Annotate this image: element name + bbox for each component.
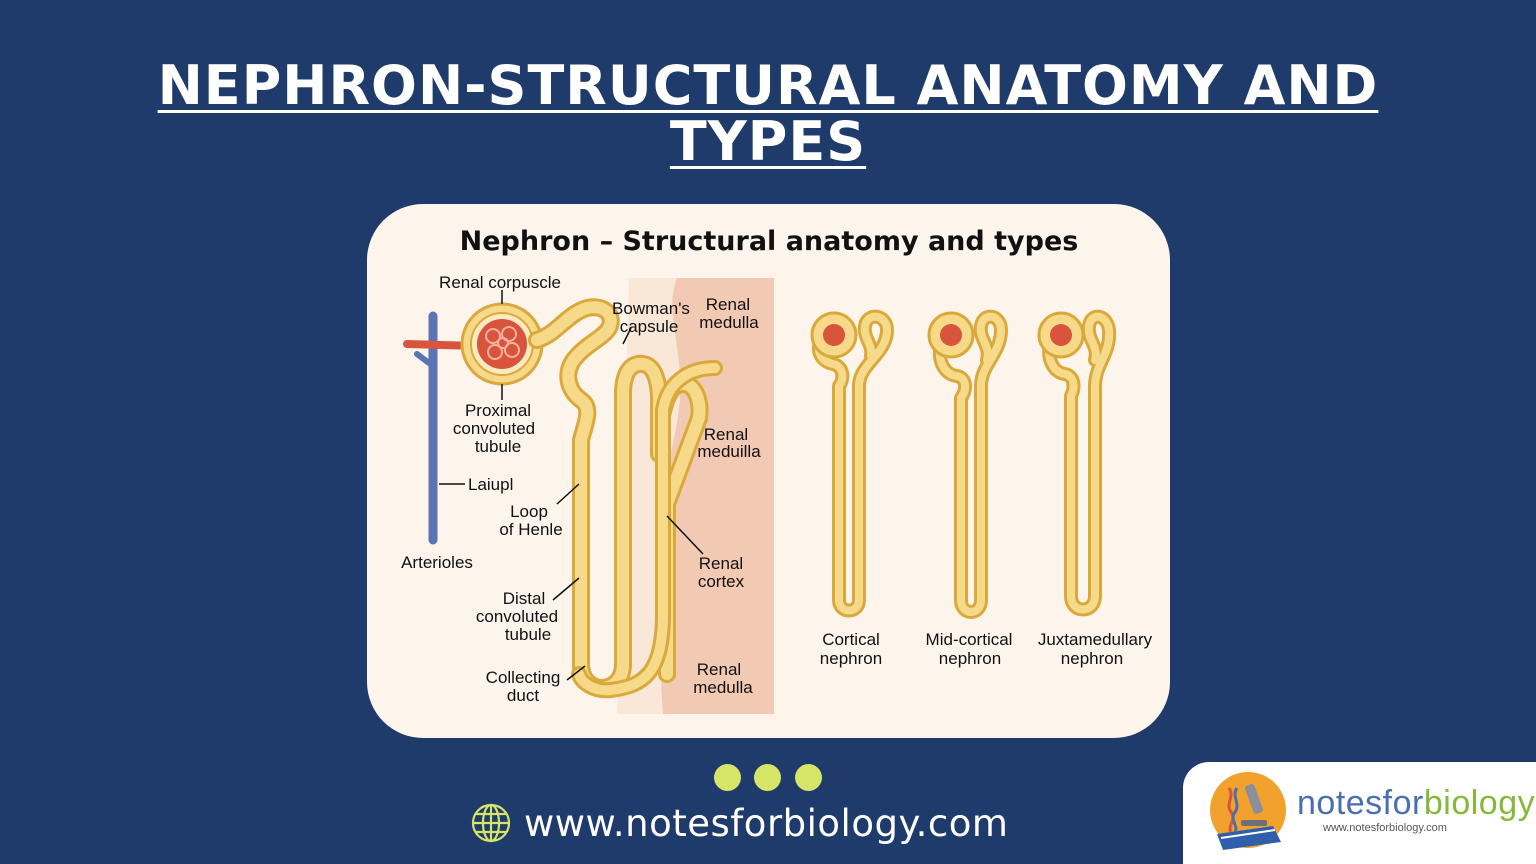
glomerulus-capillaries <box>485 326 520 360</box>
label-laiupl: Laiupl <box>468 475 513 494</box>
juxtamedullary-nephron <box>1037 309 1117 617</box>
type-mid-cortical-line1: Mid-cortical <box>926 630 1013 649</box>
label-dct-3: tubule <box>505 625 551 644</box>
globe-icon <box>471 803 511 843</box>
label-collecting-duct-1: Collecting <box>486 668 561 687</box>
label-loop-1: Loop <box>510 502 548 521</box>
type-juxtamedullary-line2: nephron <box>1061 649 1123 668</box>
type-cortical-line1: Cortical <box>822 630 880 649</box>
type-juxtamedullary-line1: Juxtamedullary <box>1038 630 1153 649</box>
label-bowmans-capsule-1: Bowman's <box>612 299 690 318</box>
label-renal-medulla-mid-1: Renal <box>704 425 748 444</box>
dot-1 <box>714 764 741 791</box>
logo-wordmark-part2: biology <box>1423 784 1536 822</box>
label-pct-2: convoluted <box>453 419 535 438</box>
type-cortical-line2: nephron <box>820 649 882 668</box>
glomerulus <box>477 319 527 369</box>
diagram-title: Nephron – Structural anatomy and types <box>460 226 1079 257</box>
vein-branch <box>414 351 436 369</box>
logo-wordmark: notesforbiology <box>1297 784 1535 823</box>
nephron-diagram: Nephron – Structural anatomy and types <box>401 226 1153 714</box>
logo-url: www.notesforbiology.com <box>1323 822 1447 834</box>
brand-logo: notesforbiology www.notesforbiology.com <box>1183 762 1536 864</box>
website-link[interactable]: www.notesforbiology.com <box>470 800 1008 846</box>
page-title-line2: TYPES <box>669 110 867 173</box>
microscope-book-icon <box>1210 772 1286 850</box>
dot-2 <box>754 764 781 791</box>
label-bowmans-capsule-2: capsule <box>620 317 679 336</box>
label-arterioles: Arterioles <box>401 553 473 572</box>
label-renal-medulla-top-2: medulla <box>699 313 759 332</box>
label-pct-3: tubule <box>475 437 521 456</box>
label-pct-1: Proximal <box>465 401 531 420</box>
label-renal-medulla-top-1: Renal <box>706 295 750 314</box>
label-renal-cortex-1: Renal <box>699 554 743 573</box>
cortical-nephron <box>810 309 894 618</box>
website-text: www.notesforbiology.com <box>524 801 1009 845</box>
page-title-line1: NEPHRON-STRUCTURAL ANATOMY AND <box>157 54 1379 117</box>
label-renal-medulla-mid-2: meduilla <box>697 442 761 461</box>
label-renal-medulla-bot-2: medulla <box>693 678 753 697</box>
dot-3 <box>795 764 822 791</box>
label-renal-cortex-2: cortex <box>698 572 745 591</box>
logo-wordmark-part1: notesfor <box>1297 784 1424 822</box>
mid-cortical-nephron <box>927 309 1008 619</box>
diagram-card: Nephron – Structural anatomy and types <box>367 204 1170 738</box>
pagination-dots <box>714 764 824 792</box>
collecting-duct <box>571 360 723 699</box>
label-renal-medulla-bot-1: Renal <box>697 660 741 679</box>
label-renal-corpuscle: Renal corpuscle <box>439 273 561 292</box>
label-loop-2: of Henle <box>499 520 562 539</box>
type-mid-cortical-line2: nephron <box>939 649 1001 668</box>
label-dct-2: convoluted <box>476 607 558 626</box>
label-dct-1: Distal <box>503 589 546 608</box>
label-collecting-duct-2: duct <box>507 686 539 705</box>
page-title: NEPHRON-STRUCTURAL ANATOMY AND TYPES <box>0 58 1536 170</box>
leader-lines <box>439 290 704 681</box>
